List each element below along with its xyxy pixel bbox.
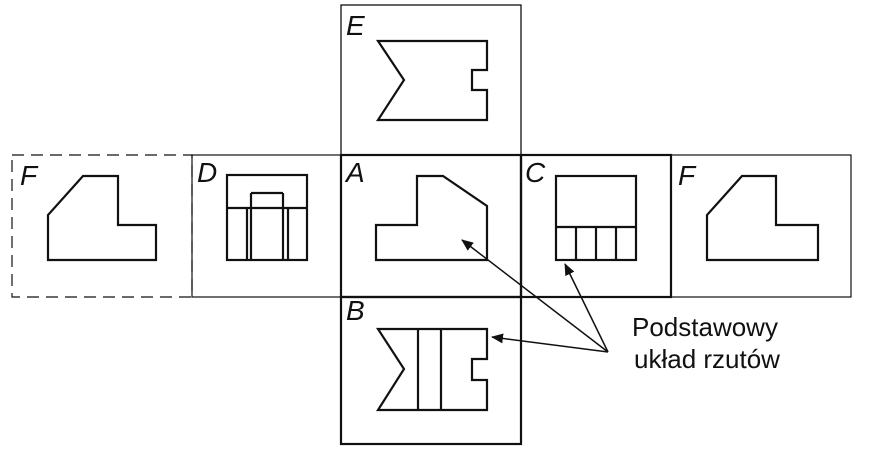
view-a-shape bbox=[374, 174, 489, 262]
label-d: D bbox=[197, 157, 217, 188]
view-e-shape bbox=[375, 39, 489, 122]
view-box-f-right bbox=[670, 154, 852, 298]
annotation-line-1: Podstawowy bbox=[632, 312, 778, 342]
annotation-line-2: układ rzutów bbox=[634, 344, 780, 374]
label-e: E bbox=[346, 10, 365, 41]
arrow-to-view-a bbox=[461, 239, 609, 353]
label-f-right: F bbox=[678, 160, 697, 191]
label-c: C bbox=[525, 157, 546, 188]
view-d-shape bbox=[225, 173, 309, 262]
label-b: B bbox=[346, 295, 365, 326]
label-a: A bbox=[344, 157, 365, 188]
view-c-shape bbox=[554, 174, 638, 262]
annotation-arrows bbox=[461, 239, 609, 353]
view-b-shape bbox=[375, 327, 489, 412]
arrow-to-view-b bbox=[491, 333, 609, 353]
label-f-left: F bbox=[20, 160, 39, 191]
arrow-to-view-c bbox=[564, 263, 609, 353]
view-box-e bbox=[340, 4, 522, 156]
view-box-b bbox=[339, 295, 523, 446]
view-f-right-shape bbox=[705, 174, 820, 262]
view-f-left-shape bbox=[46, 174, 158, 262]
